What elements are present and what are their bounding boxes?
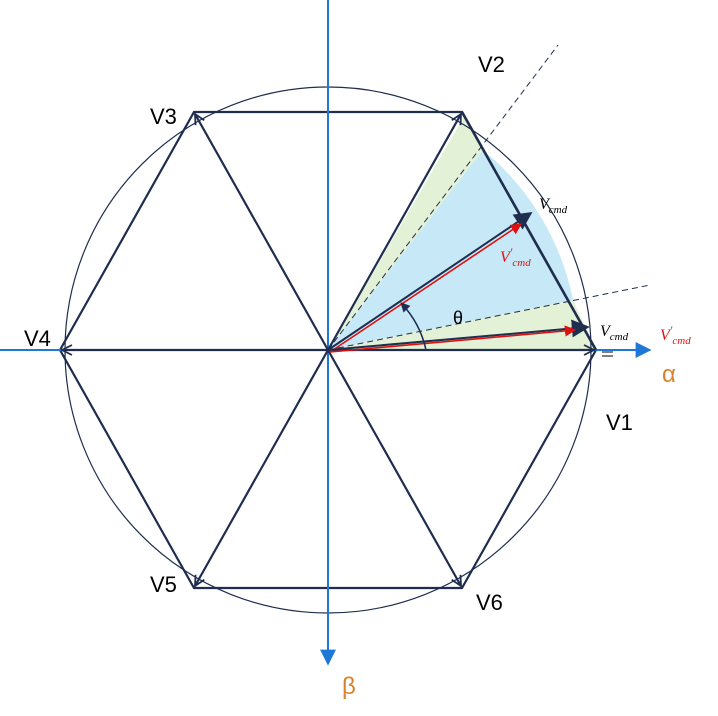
label-v3: V3 xyxy=(150,104,177,129)
vcmd-prime-upper-vector xyxy=(329,223,522,353)
vector-v6 xyxy=(327,349,461,586)
label-vcmd-prime-lower: V′cmd xyxy=(660,323,691,347)
dashed-boundary-upper xyxy=(327,44,559,351)
label-vcmd-prime-upper: V′cmd xyxy=(500,245,531,269)
label-vcmd-lower: Vcmd xyxy=(600,323,629,343)
label-theta: θ xyxy=(453,308,463,328)
vector-v5 xyxy=(195,349,329,586)
vcmd-upper-vector xyxy=(327,211,533,351)
label-alpha-axis: α xyxy=(662,361,676,388)
label-v2: V2 xyxy=(478,52,505,77)
vector-v3 xyxy=(195,114,329,351)
label-vcmd-upper: Vcmd xyxy=(539,196,568,216)
label-beta-axis: β xyxy=(342,673,356,700)
label-v6: V6 xyxy=(476,590,503,615)
dashed-boundary-lower xyxy=(327,284,651,351)
hexagon-edge-v1-v2 xyxy=(460,111,598,351)
vcmd-prime-lower-vector xyxy=(329,325,577,353)
label-v1: V1 xyxy=(606,410,633,435)
label-v5: V5 xyxy=(150,572,177,597)
theta-arc xyxy=(400,302,427,351)
vector-v2 xyxy=(327,114,461,351)
sector-edge-lower xyxy=(328,300,596,350)
label-v4: V4 xyxy=(24,326,51,351)
sector-edge-upper xyxy=(328,115,483,350)
vcmd-lower-vector xyxy=(327,319,590,351)
